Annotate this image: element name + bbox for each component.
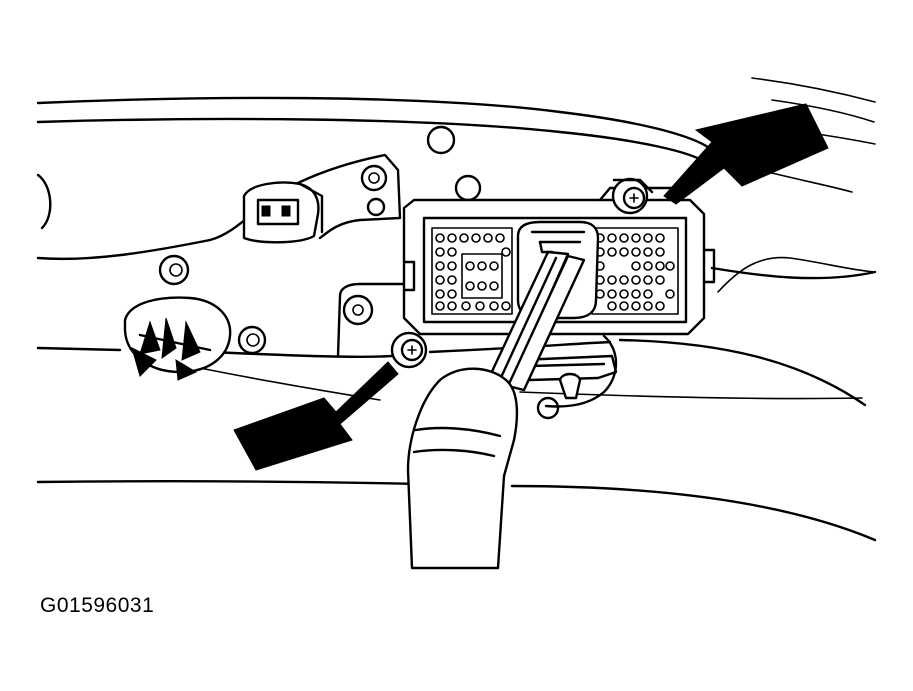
mounting-holes xyxy=(158,125,560,420)
bolt-upper-right xyxy=(611,177,654,215)
body-contour xyxy=(36,153,877,542)
panel-top-edge xyxy=(36,77,876,193)
pin-field-left xyxy=(431,227,513,315)
lamp-socket xyxy=(123,296,232,381)
bracket-plate xyxy=(336,282,406,358)
figure-id-label: G01596031 xyxy=(40,594,155,617)
small-connector xyxy=(242,181,324,244)
arrow-callout-icon xyxy=(663,103,829,205)
arrow-callout-icon xyxy=(233,361,399,471)
wire-harness xyxy=(406,250,586,570)
bolt-lower-left xyxy=(390,331,428,369)
lower-clip xyxy=(518,334,618,408)
